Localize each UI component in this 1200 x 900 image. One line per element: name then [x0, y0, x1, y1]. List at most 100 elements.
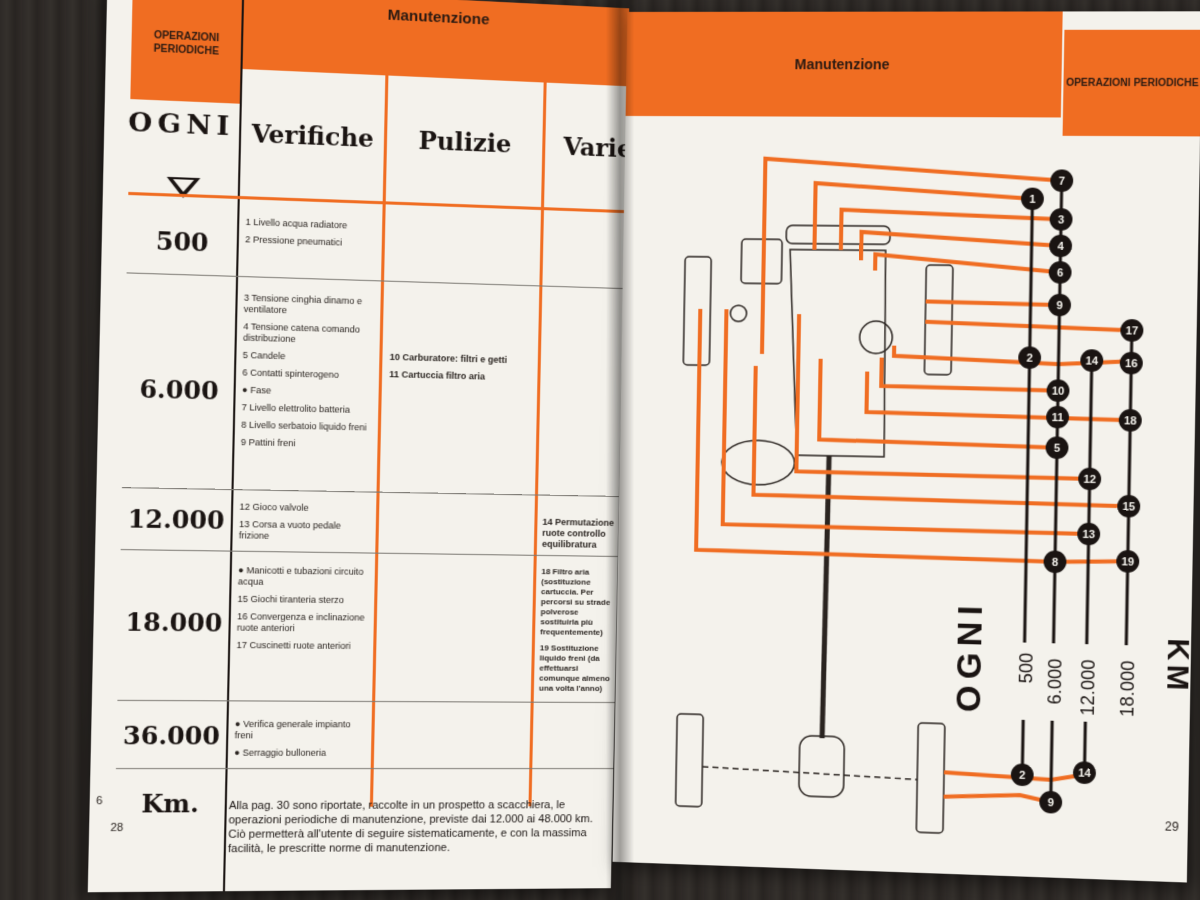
left-section-code: OPERAZIONI PERIODICHE [130, 0, 243, 104]
rear-right-wheel [916, 723, 945, 833]
svg-text:2: 2 [1019, 770, 1026, 782]
pulizie-header: Pulizie [418, 125, 512, 159]
list-item: 10 Carburatore: filtri e getti [389, 351, 508, 366]
callout-9: 9 [1039, 790, 1063, 814]
book-gutter-shadow [606, 0, 634, 900]
rear-left-wheel [676, 714, 704, 807]
callout-18: 18 [1118, 408, 1142, 432]
svg-text:5: 5 [1054, 443, 1061, 455]
verifiche-18000: ● Manicotti e tubazioni circuito acqua 1… [236, 565, 371, 658]
list-item: ● Fase [241, 384, 272, 396]
list-item: 9 Pattini freni [240, 436, 296, 449]
list-item: ● Serraggio bulloneria [234, 747, 327, 758]
left-page: OPERAZIONI PERIODICHE Manutenzione OGNI … [87, 0, 630, 893]
svg-text:14: 14 [1085, 355, 1099, 367]
svg-text:11: 11 [1051, 412, 1063, 424]
dynamo [730, 305, 746, 321]
svg-text:18: 18 [1124, 415, 1137, 427]
callout-7: 7 [1050, 169, 1074, 192]
legend-interval-18000: 18.000 [1117, 660, 1139, 717]
callout-5: 5 [1045, 436, 1069, 460]
svg-text:9: 9 [1047, 797, 1054, 809]
km-unit-label: Km. [141, 788, 200, 819]
air-filter [859, 321, 892, 354]
list-item: 17 Cuscinetti ruote anteriori [236, 639, 351, 651]
callout-14: 14 [1080, 349, 1104, 372]
right-page: Manutenzione OPERAZIONI PERIODICHE [612, 11, 1200, 883]
verifiche-36000: ● Verifica generale impianto freni ● Ser… [234, 719, 368, 765]
page-number-inner: 28 [110, 821, 124, 835]
pulizie-6000: 10 Carburatore: filtri e getti 11 Cartuc… [389, 352, 532, 390]
svg-text:17: 17 [1125, 325, 1138, 337]
verifiche-6000: 3 Tensione cinghia dinamo e ventilatore … [241, 292, 377, 457]
svg-text:9: 9 [1056, 300, 1063, 312]
page-number-outer: 6 [95, 794, 103, 808]
km-6000: 6.000 [139, 373, 219, 406]
callout-4: 4 [1049, 234, 1073, 258]
callout-3: 3 [1049, 208, 1073, 231]
svg-text:1: 1 [1029, 194, 1036, 206]
svg-text:12: 12 [1083, 474, 1096, 486]
callout-2: 2 [1010, 763, 1034, 787]
svg-text:7: 7 [1058, 176, 1065, 188]
callout-8: 8 [1043, 550, 1067, 574]
callout-15: 15 [1117, 494, 1141, 518]
list-item: 3 Tensione cinghia dinamo e ventilatore [243, 292, 363, 316]
list-item: 1 Livello acqua radiatore [245, 216, 348, 231]
row-separator [117, 699, 615, 704]
callout-16: 16 [1119, 351, 1143, 375]
rear-differential [799, 735, 845, 797]
callout-6: 6 [1048, 261, 1072, 284]
svg-text:14: 14 [1078, 767, 1092, 780]
list-item: 4 Tensione catena comando distribuzione [242, 321, 360, 345]
legend-ogni: OGNI [949, 599, 990, 713]
right-page-number: 29 [1165, 819, 1180, 834]
svg-text:3: 3 [1058, 214, 1065, 226]
verifiche-header: Verifiche [251, 118, 375, 153]
row-separator [115, 768, 614, 770]
rear-axle [702, 767, 917, 780]
callout-2: 2 [1018, 346, 1042, 369]
legend-interval-12000: 12.000 [1077, 659, 1099, 716]
callout-9: 9 [1047, 293, 1072, 317]
list-item: 6 Contatti spinterogeno [242, 367, 340, 380]
varie-18000: 18 Filtro aria (sostituzione cartuccia. … [539, 567, 616, 700]
callout-17: 17 [1120, 319, 1144, 342]
front-left-wheel [683, 257, 711, 366]
list-item: 8 Livello serbatoio liquido freni [241, 419, 367, 433]
list-item: 19 Sostituzione liquido freni (da effett… [538, 643, 611, 693]
callout-lines [692, 158, 1135, 804]
verifiche-500: 1 Livello acqua radiatore 2 Pressione pn… [245, 217, 378, 256]
svg-text:15: 15 [1122, 501, 1135, 514]
row-separator [121, 487, 620, 497]
list-item: 15 Giochi tiranteria sterzo [237, 593, 345, 606]
km-18000: 18.000 [125, 606, 223, 638]
legend-interval-500: 500 [1016, 652, 1037, 683]
svg-text:2: 2 [1026, 352, 1033, 364]
km-12000: 12.000 [127, 503, 225, 536]
steering-wheel [721, 440, 794, 486]
list-item: ● Manicotti e tubazioni circuito acqua [237, 565, 364, 587]
legend-km-unit: KM [1160, 638, 1196, 695]
interval-line-18000 [1126, 330, 1132, 645]
km-36000: 36.000 [122, 720, 221, 751]
svg-text:4: 4 [1057, 241, 1064, 253]
callout-14: 14 [1072, 761, 1097, 785]
list-item: 5 Candele [242, 349, 286, 362]
footer-note: Alla pag. 30 sono riportate, raccolte in… [227, 799, 593, 856]
list-item: 16 Convergenza e inclinazione ruote ante… [236, 611, 365, 634]
svg-text:8: 8 [1052, 557, 1059, 569]
svg-text:6: 6 [1057, 267, 1064, 279]
callout-19: 19 [1116, 549, 1140, 573]
list-item: 7 Livello elettrolito batteria [241, 402, 351, 415]
callout-10: 10 [1046, 379, 1070, 403]
list-item: ● Verifica generale impianto freni [234, 718, 351, 741]
verifiche-12000: 12 Gioco valvole 13 Corsa a vuoto pedale… [239, 502, 373, 550]
svg-text:19: 19 [1121, 556, 1134, 569]
km-500: 500 [155, 225, 209, 258]
svg-text:10: 10 [1052, 385, 1065, 397]
svg-text:16: 16 [1125, 358, 1138, 370]
callout-11: 11 [1045, 405, 1070, 429]
